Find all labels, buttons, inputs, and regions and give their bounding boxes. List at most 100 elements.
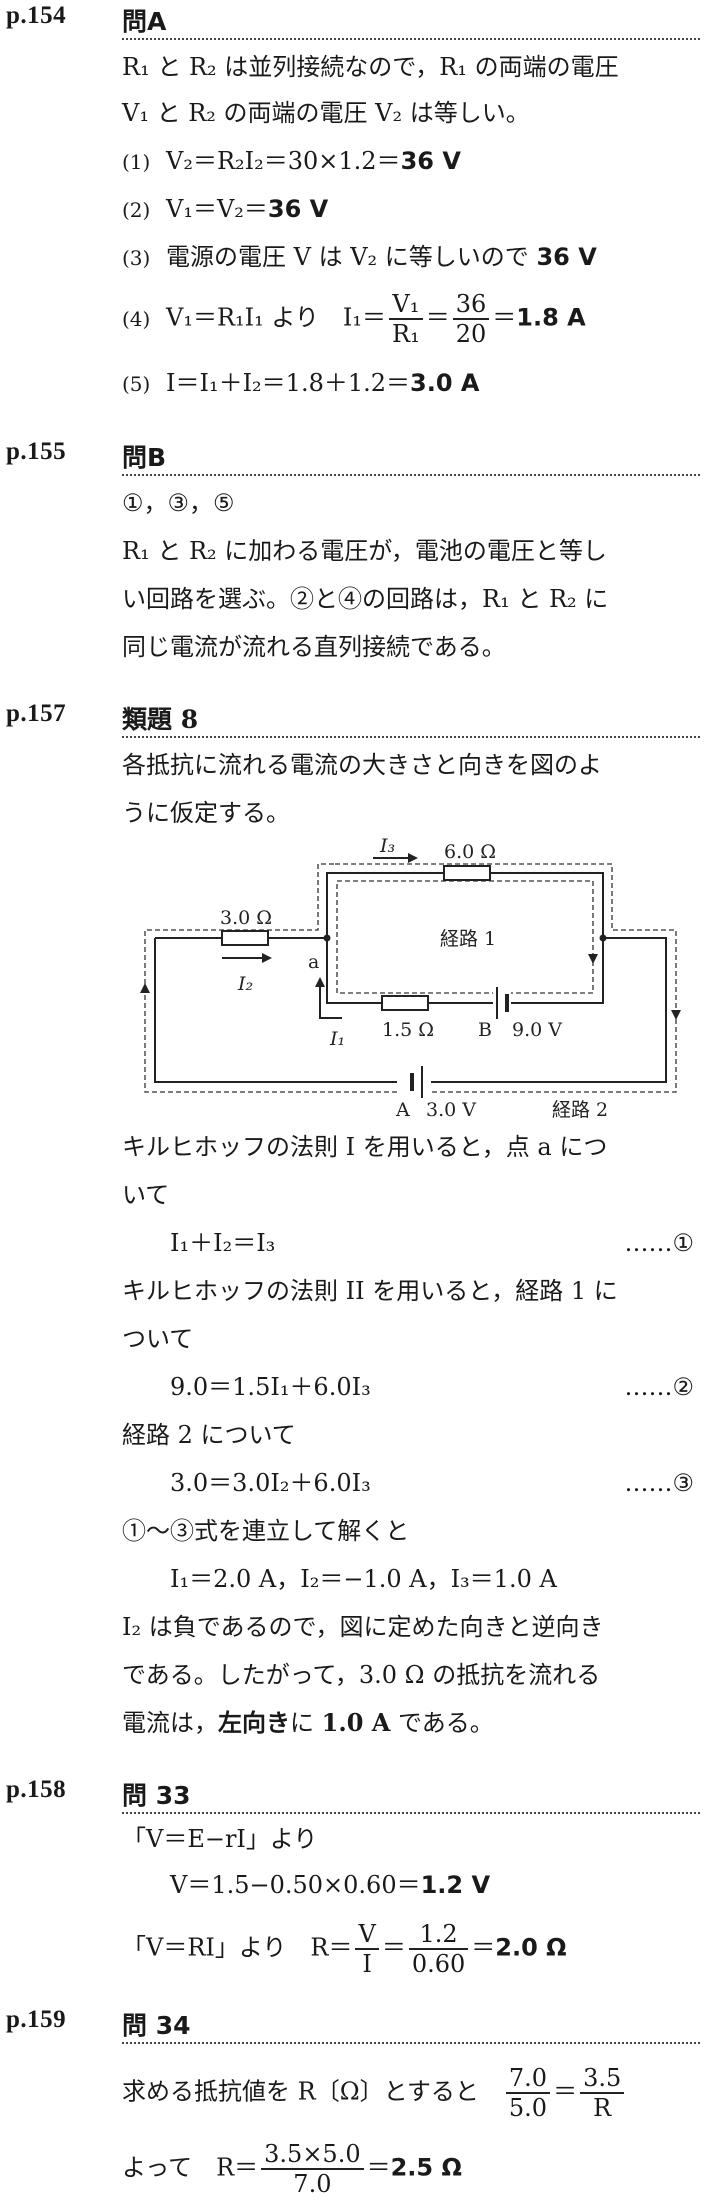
label-i1: I₁	[329, 1028, 345, 1050]
answer-value: 3.0 A	[410, 369, 480, 397]
equation-mark-2: ……②	[624, 1373, 694, 1401]
equation-mark-1: ……①	[624, 1229, 694, 1257]
label-loop-1: 経路 1	[440, 928, 496, 950]
section-header-p158: p.158 問 33	[0, 1776, 720, 1816]
equation-3: 3.0＝3.0I₂＋6.0I₃	[170, 1469, 371, 1497]
answer-value: 36 V	[536, 243, 597, 271]
answer-value: 1.0 A	[321, 1708, 391, 1737]
wire	[427, 937, 667, 1083]
section-header-p155: p.155 問B	[0, 438, 720, 478]
page-number: p.159	[6, 2006, 67, 2033]
label-loop-2: 経路 2	[552, 1099, 608, 1121]
answer-value: 2.5 Ω	[390, 2153, 462, 2182]
dotted-rule	[122, 2042, 700, 2044]
text-line: 同じ電流が流れる直列接続である。	[122, 633, 506, 661]
junction-b	[599, 934, 607, 942]
wire	[507, 938, 604, 1004]
page-number: p.158	[6, 1776, 67, 1803]
conclusion-line: 電流は，左向きに 1.0 A である。	[122, 1708, 494, 1737]
label-r3: 6.0 Ω	[444, 841, 496, 863]
wire	[326, 872, 444, 938]
text-line: 「V＝E−rI」より	[122, 1825, 318, 1853]
section-header-p154: p.154 問A	[0, 2, 720, 42]
text-line: ①〜③式を連立して解くと	[122, 1517, 410, 1545]
wire	[490, 872, 604, 938]
text-line: V₁ と R₂ の両端の電圧 V₂ は等しい。	[122, 99, 530, 127]
question-title: 問 34	[122, 2011, 191, 2040]
page-number: p.155	[6, 438, 67, 465]
solution-line: I₁＝2.0 A，I₂＝−1.0 A，I₃＝1.0 A	[170, 1565, 557, 1593]
label-r1: 1.5 Ω	[382, 1019, 434, 1041]
equation-line: V＝1.5−0.50×0.60＝1.2 V	[170, 1871, 491, 1899]
answer-item-1: (1)V₂＝R₂I₂＝30×1.2＝36 V	[122, 147, 461, 175]
answer-direction: 左向き	[218, 1709, 290, 1737]
answer-item-3: (3)電源の電圧 V は V₂ に等しいので 36 V	[122, 243, 597, 271]
page-number: p.154	[6, 2, 67, 29]
junction-a	[323, 934, 331, 942]
question-title: 類題 8	[122, 705, 199, 734]
answer-value: 36 V	[400, 147, 461, 175]
label-node-b: B	[478, 1019, 492, 1041]
text-line: ①，③，⑤	[122, 489, 235, 517]
wire	[154, 938, 401, 1083]
label-i3: I₃	[379, 835, 395, 857]
text-line: キルヒホッフの法則 II を用いると，経路 1 に	[122, 1277, 618, 1305]
loop-2-arrow-left	[140, 983, 150, 993]
text-line: R₁ と R₂ は並列接続なので，R₁ の両端の電圧	[122, 53, 619, 81]
text-line: である。したがって，3.0 Ω の抵抗を流れる	[122, 1661, 601, 1689]
text-line: いて	[122, 1181, 170, 1209]
wire	[326, 938, 382, 1004]
text-line: 各抵抗に流れる電流の大きさと向きを図のよ	[122, 751, 602, 779]
label-node-A: A	[395, 1099, 410, 1121]
label-r2: 3.0 Ω	[220, 907, 272, 929]
text-line: 経路 2 について	[122, 1421, 296, 1449]
text-line: うに仮定する。	[122, 799, 290, 827]
label-node-a: a	[308, 951, 319, 973]
arrow-i2-head	[262, 953, 272, 963]
dotted-rule	[122, 1812, 700, 1814]
dotted-rule	[122, 474, 700, 476]
section-header-p157: p.157 類題 8	[0, 700, 720, 740]
answer-value: 2.0 Ω	[495, 1933, 567, 1962]
text-line: い回路を選ぶ。②と④の回路は，R₁ と R₂ に	[122, 585, 609, 613]
label-e1: 9.0 V	[512, 1019, 562, 1041]
label-i2: I₂	[237, 973, 253, 995]
text-line: キルヒホッフの法則 I を用いると，点 a につ	[122, 1133, 608, 1161]
answer-value: 1.8 A	[516, 303, 586, 332]
loop-2-arrow-right	[671, 1010, 681, 1020]
arrow-i1-head	[315, 977, 325, 987]
label-e2: 3.0 V	[426, 1099, 476, 1121]
loop-1-arrow-right	[588, 954, 598, 964]
answer-item-5: (5)I＝I₁＋I₂＝1.8＋1.2＝3.0 A	[122, 369, 480, 397]
arrow-i1	[319, 983, 342, 1019]
resistor-r3	[443, 865, 491, 881]
answer-value: 36 V	[267, 195, 329, 223]
resistor-r2	[221, 930, 269, 946]
text-line: ついて	[122, 1325, 194, 1353]
section-header-p159: p.159 問 34	[0, 2006, 720, 2046]
page-number: p.157	[6, 700, 67, 727]
answer-value: 1.2 V	[420, 1871, 491, 1899]
answer-item-2: (2)V₁＝V₂＝36 V	[122, 195, 329, 223]
arrow-i3-head	[408, 853, 418, 863]
question-title: 問 33	[122, 1781, 191, 1810]
equation-mark-3: ……③	[624, 1469, 694, 1497]
resistor-r1	[381, 995, 429, 1011]
dotted-rule	[122, 38, 700, 40]
equation-2: 9.0＝1.5I₁＋6.0I₃	[170, 1373, 371, 1401]
loop-2-path	[144, 863, 677, 1093]
question-title: 問B	[122, 443, 167, 472]
dotted-rule	[122, 736, 700, 738]
